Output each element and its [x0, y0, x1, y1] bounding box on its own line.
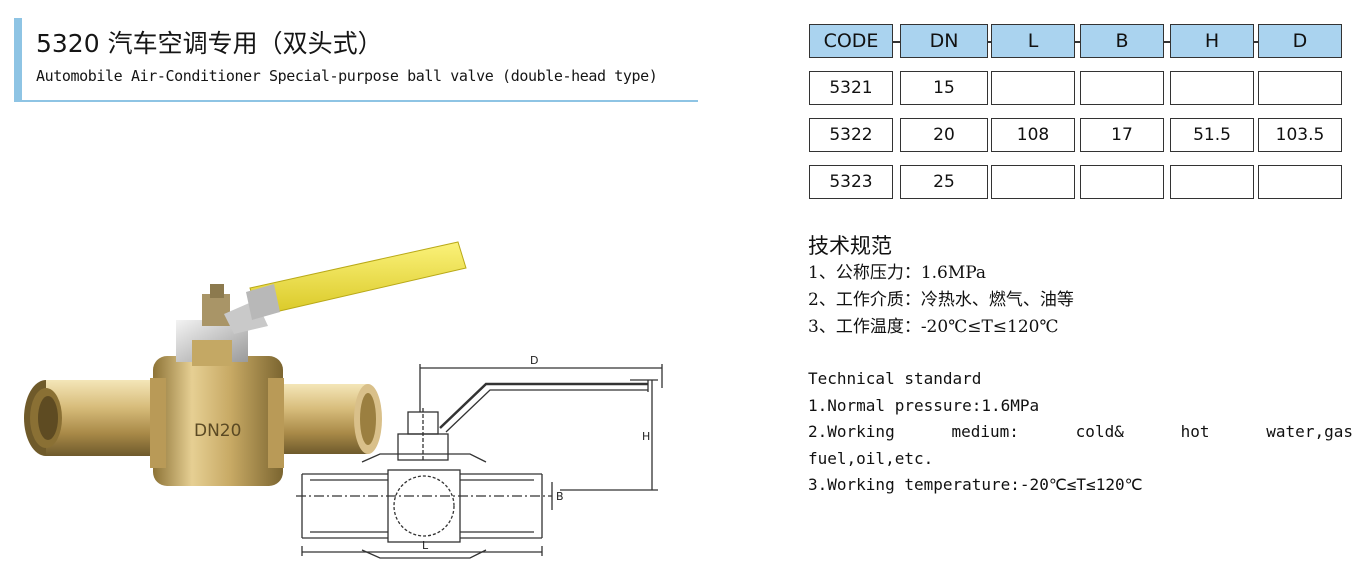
dimension-l-label: L — [422, 539, 429, 552]
table-cell — [1170, 71, 1254, 105]
table-cell — [991, 71, 1075, 105]
standard-en-word: water,gas — [1266, 422, 1353, 441]
standard-en-heading: Technical standard — [808, 369, 982, 388]
table-cell: 51.5 — [1170, 118, 1254, 152]
table-cell: 15 — [900, 71, 988, 105]
standard-cn-item: 2、工作介质：冷热水、燃气、油等 — [808, 290, 1074, 310]
standard-en-word: 2.Working — [808, 422, 895, 441]
standard-en-word: medium: — [951, 422, 1019, 441]
table-cell: 5322 — [809, 118, 893, 152]
dimension-b-label: B — [556, 490, 564, 503]
standard-en-item: 2.Working medium: cold& hot water,gas — [808, 419, 1353, 446]
valve-body: DN20 — [150, 356, 284, 486]
table-header-cell: H — [1170, 24, 1254, 58]
dimension-d-label: D — [530, 354, 538, 367]
standard-cn-heading: 技术规范 — [808, 234, 892, 258]
table-cell: 20 — [900, 118, 988, 152]
table-cell: 5323 — [809, 165, 893, 199]
standard-en-item-continued: fuel,oil,etc. — [808, 448, 934, 468]
table-cell: 5321 — [809, 71, 893, 105]
header-accent-bar — [14, 18, 22, 102]
table-header-cell: D — [1258, 24, 1342, 58]
table-cell — [1258, 71, 1342, 105]
standard-en-word: cold& — [1075, 422, 1124, 441]
dimension-h-label: H — [642, 430, 650, 443]
table-header-cell: DN — [900, 24, 988, 58]
table-header-cell: CODE — [809, 24, 893, 58]
table-header-cell: B — [1080, 24, 1164, 58]
table-cell: 25 — [900, 165, 988, 199]
table-cell — [1080, 71, 1164, 105]
table-cell — [1258, 165, 1342, 199]
standard-en-word: hot — [1180, 422, 1210, 441]
table-cell: 108 — [991, 118, 1075, 152]
standard-en-item: 1.Normal pressure:1.6MPa — [808, 395, 1040, 415]
page-title-en: Automobile Air-Conditioner Special-purpo… — [36, 67, 658, 85]
table-cell: 17 — [1080, 118, 1164, 152]
header-underline — [14, 100, 698, 102]
technical-standard-cn: 技术规范 1、公称压力：1.6MPa 2、工作介质：冷热水、燃气、油等 3、工作… — [808, 232, 1074, 341]
valve-technical-drawing: D H B L — [296, 354, 663, 559]
valve-pipe-left — [24, 380, 166, 456]
valve-handle — [224, 241, 467, 334]
table-cell — [991, 165, 1075, 199]
ball-valve-photo: DN20 — [24, 241, 467, 486]
table-header-cell: L — [991, 24, 1075, 58]
standard-cn-item: 1、公称压力：1.6MPa — [808, 263, 987, 283]
table-cell — [1170, 165, 1254, 199]
header-connector — [1163, 41, 1173, 43]
body-marking: DN20 — [194, 421, 241, 441]
header-connector — [892, 41, 902, 43]
page-title-cn: 5320 汽车空调专用（双头式） — [36, 29, 383, 58]
table-cell: 103.5 — [1258, 118, 1342, 152]
technical-standard-en: Technical standard 1.Normal pressure:1.6… — [808, 366, 1353, 499]
valve-pipe-right — [273, 384, 382, 454]
standard-cn-item: 3、工作温度：-20℃≤T≤120℃ — [808, 317, 1059, 337]
header-connector — [1074, 41, 1084, 43]
table-cell — [1080, 165, 1164, 199]
standard-en-item: 3.Working temperature:-20℃≤T≤120℃ — [808, 475, 1143, 494]
